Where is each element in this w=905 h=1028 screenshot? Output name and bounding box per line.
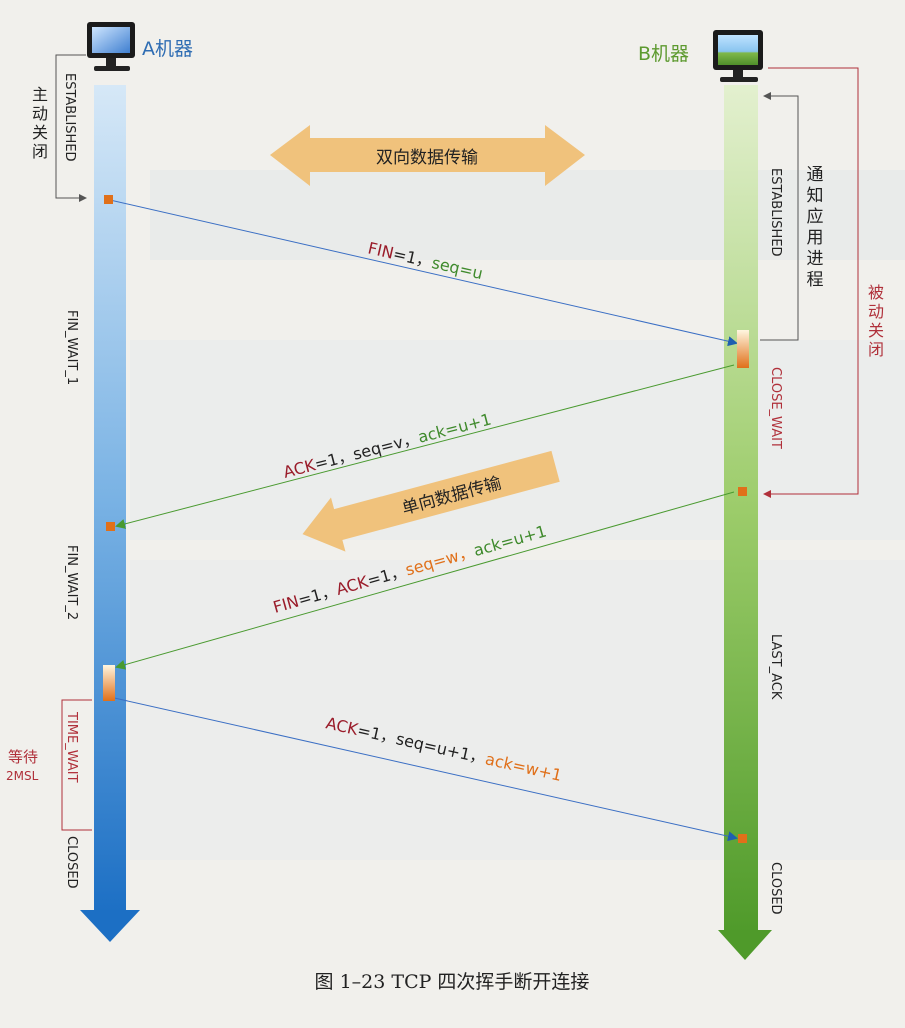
active-close-char: 动 — [32, 104, 48, 123]
active-close-char: 关 — [32, 123, 48, 142]
figure-caption: 图 1–23 TCP 四次挥手断开连接 — [315, 971, 590, 993]
wait-2msl-line2: 2MSL — [6, 769, 39, 783]
notify-app-char: 用 — [807, 228, 824, 248]
active-close-char: 闭 — [32, 142, 48, 161]
lifeline-a — [80, 85, 140, 942]
message-line-fin-ack — [115, 491, 735, 670]
host-b-label: B机器 — [638, 43, 689, 65]
background-band — [130, 560, 905, 860]
event-marker — [738, 487, 747, 496]
notify-app-char: 应 — [807, 207, 824, 227]
background-band — [150, 170, 905, 260]
state-b-last-ack: LAST_ACK — [768, 634, 783, 700]
bidirectional-label: 双向数据传输 — [376, 148, 478, 168]
state-b-established: ESTABLISHED — [768, 168, 783, 257]
lifeline-b — [718, 85, 772, 960]
active-close-bracket — [55, 54, 87, 202]
message-line-ack-1 — [115, 364, 735, 529]
event-marker — [104, 195, 113, 204]
state-a-fin-wait-2: FIN_WAIT_2 — [64, 545, 79, 620]
notify-app-bracket — [760, 92, 799, 341]
host-a: A机器 — [87, 22, 193, 71]
monitor-icon — [87, 22, 135, 71]
background-band — [130, 340, 905, 540]
host-b: B机器 — [638, 30, 763, 82]
state-a-fin-wait-1: FIN_WAIT_1 — [64, 310, 79, 385]
passive-close-bracket — [763, 67, 859, 498]
passive-close-char: 关 — [868, 321, 884, 340]
event-marker — [106, 522, 115, 531]
passive-close-char: 被 — [868, 283, 884, 302]
state-b-close-wait: CLOSE_WAIT — [768, 367, 783, 449]
event-marker — [738, 834, 747, 843]
state-a-established: ESTABLISHED — [62, 73, 77, 162]
notify-app-char: 程 — [807, 270, 824, 290]
state-a-time-wait: TIME_WAIT — [64, 711, 79, 783]
bidirectional-banner: 双向数据传输 — [270, 125, 585, 186]
host-a-label: A机器 — [142, 38, 193, 60]
event-marker — [103, 665, 115, 701]
wait-2msl-line1: 等待 — [8, 748, 38, 766]
state-a-closed: CLOSED — [64, 836, 79, 889]
active-close-char: 主 — [32, 85, 48, 104]
notify-app-char: 通 — [807, 165, 824, 185]
monitor-icon — [713, 30, 763, 82]
message-line-fin-1 — [109, 199, 738, 347]
notify-app-char: 知 — [807, 186, 824, 206]
notify-app-char: 进 — [807, 249, 824, 269]
message-line-ack-2 — [109, 696, 738, 842]
state-b-closed: CLOSED — [768, 862, 783, 915]
event-marker — [737, 330, 749, 368]
passive-close-char: 闭 — [868, 340, 884, 359]
passive-close-char: 动 — [868, 302, 884, 321]
time-wait-bracket — [61, 699, 92, 831]
